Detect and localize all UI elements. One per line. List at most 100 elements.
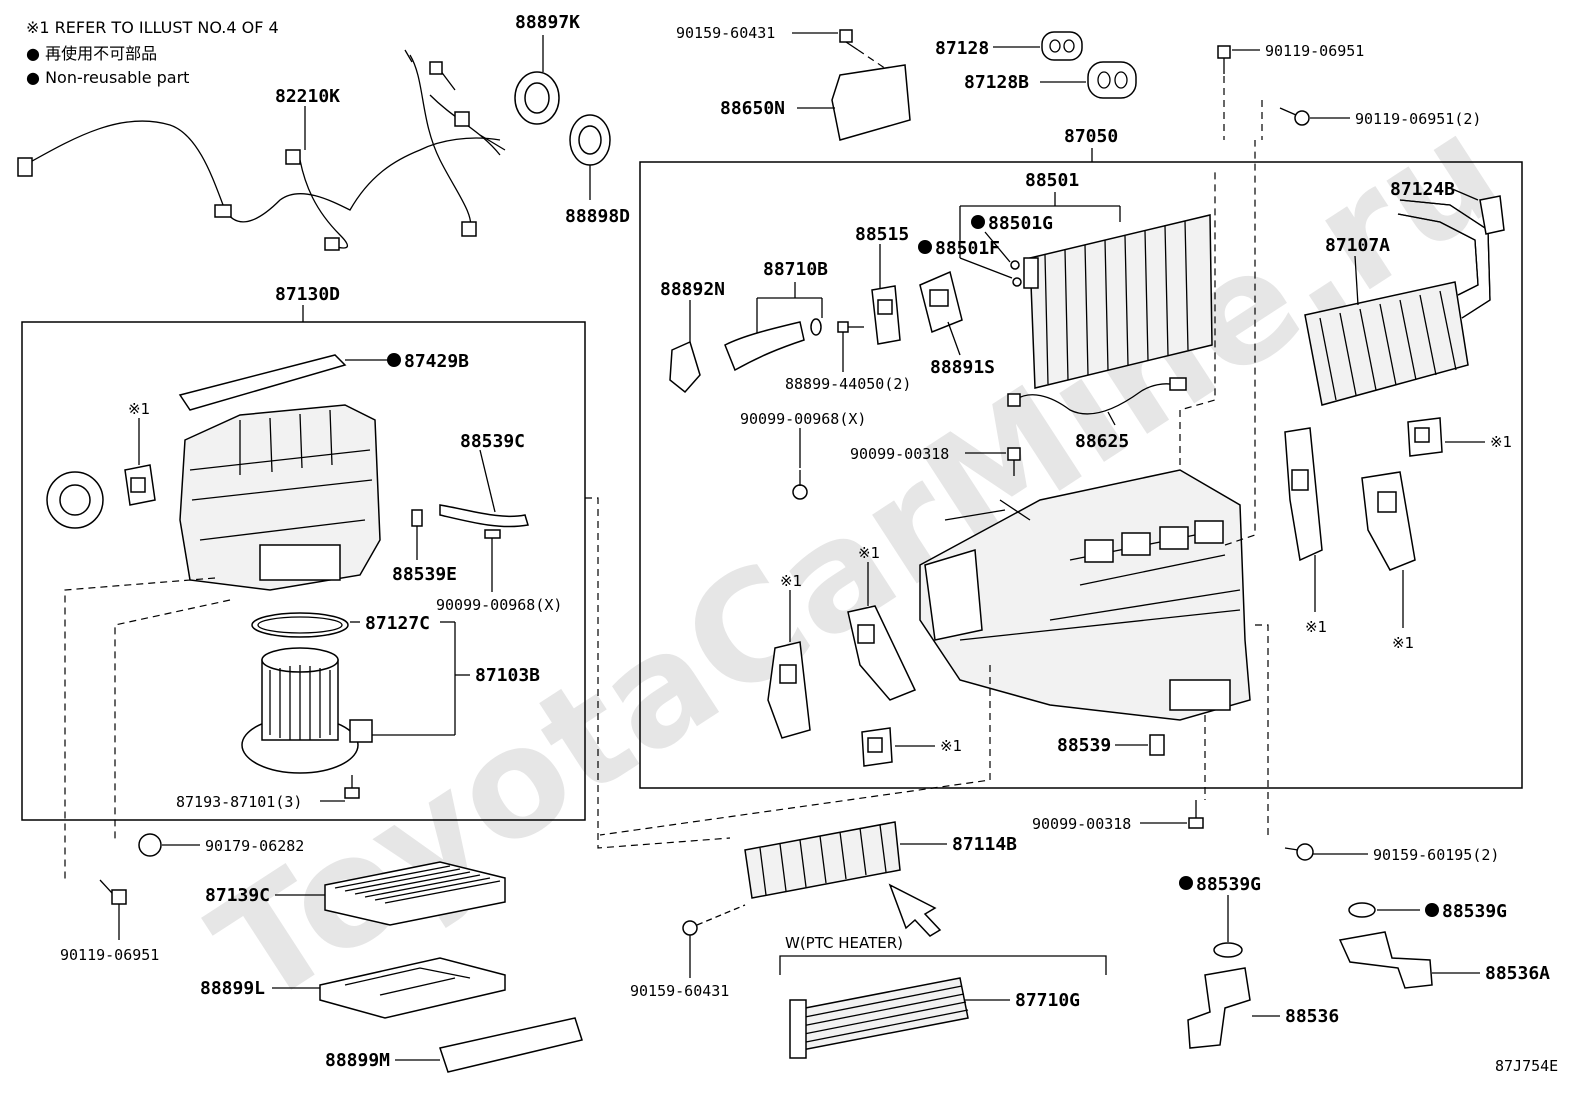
assembly-box-87130D bbox=[21, 321, 586, 821]
hose-88710B bbox=[724, 321, 805, 372]
actuator-e bbox=[1284, 427, 1323, 562]
label-88536: 88536 bbox=[1285, 1006, 1339, 1027]
label-88501: 88501 bbox=[1025, 170, 1079, 191]
label-88501G: 88501G bbox=[988, 213, 1053, 234]
label-88539E: 88539E bbox=[392, 564, 457, 585]
direction-arrow bbox=[888, 883, 942, 937]
label-87050: 87050 bbox=[1064, 126, 1118, 147]
screw-90099-00318-a bbox=[1007, 447, 1021, 476]
label-87130D: 87130D bbox=[275, 284, 340, 305]
label-88515: 88515 bbox=[855, 224, 909, 245]
plug-88539E bbox=[411, 509, 423, 527]
label-88899L: 88899L bbox=[200, 978, 265, 999]
screw-90099-00968-b bbox=[792, 470, 808, 500]
bolt-90119-c bbox=[1279, 107, 1310, 126]
label-87107A: 87107A bbox=[1325, 235, 1390, 256]
label-87128: 87128 bbox=[935, 38, 989, 59]
label-90119-06951-b: 90119-06951 bbox=[1265, 42, 1364, 60]
hose-88539C bbox=[439, 504, 529, 528]
label-90159-60195: 90159-60195(2) bbox=[1373, 846, 1499, 864]
label-90099-00968X-b: 90099-00968(X) bbox=[740, 410, 866, 428]
label-88710B: 88710B bbox=[763, 259, 828, 280]
ref-mark-e: ※1 bbox=[1305, 618, 1327, 636]
actuator-d bbox=[861, 727, 893, 767]
assembly-box-87050 bbox=[639, 161, 1523, 789]
ref-mark-d: ※1 bbox=[940, 737, 962, 755]
note-jp-line: ● 再使用不可部品 bbox=[26, 44, 157, 64]
sensor-wire-88625 bbox=[1007, 377, 1187, 415]
label-87710G: 87710G bbox=[1015, 990, 1080, 1011]
non-reusable-dot bbox=[971, 215, 985, 229]
label-88892N: 88892N bbox=[660, 279, 725, 300]
label-88897K: 88897K bbox=[515, 12, 580, 33]
sensor-88515 bbox=[871, 285, 901, 345]
label-88899-44050: 88899-44050(2) bbox=[785, 375, 911, 393]
label-90159-60431-bot: 90159-60431 bbox=[630, 982, 729, 1000]
non-reusable-dot bbox=[1179, 876, 1193, 890]
non-reusable-dot-icon: ● bbox=[26, 44, 40, 63]
screw-90099-00318-b bbox=[1188, 800, 1204, 829]
label-87128B: 87128B bbox=[964, 72, 1029, 93]
label-88539: 88539 bbox=[1057, 735, 1111, 756]
label-88536A: 88536A bbox=[1485, 963, 1550, 984]
grommet-88539G-b bbox=[1348, 902, 1376, 918]
blower-motor-87103B bbox=[241, 647, 373, 774]
label-87114B: 87114B bbox=[952, 834, 1017, 855]
evaporator-88501 bbox=[1023, 214, 1213, 389]
label-88898D: 88898D bbox=[565, 206, 630, 227]
label-w-ptc-heater: W(PTC HEATER) bbox=[785, 934, 903, 952]
hvac-unit bbox=[919, 469, 1251, 721]
heater-87114B bbox=[744, 821, 901, 899]
non-reusable-dot-icon: ● bbox=[26, 68, 40, 87]
label-90099-00968X-a: 90099-00968(X) bbox=[436, 596, 562, 614]
non-reusable-dot bbox=[387, 353, 401, 367]
note-refer: ※1 REFER TO ILLUST NO.4 OF 4 bbox=[26, 18, 279, 37]
label-88539C: 88539C bbox=[460, 431, 525, 452]
blower-case bbox=[179, 404, 381, 591]
label-88650N: 88650N bbox=[720, 98, 785, 119]
note-en: Non-reusable part bbox=[45, 68, 190, 87]
non-reusable-dot bbox=[918, 240, 932, 254]
ref-mark-c: ※1 bbox=[858, 544, 880, 562]
bracket-88536 bbox=[1187, 967, 1251, 1049]
bolt-top-90159 bbox=[839, 29, 859, 51]
clip-90179 bbox=[138, 833, 162, 857]
ref-mark-b: ※1 bbox=[780, 572, 802, 590]
label-88501F: 88501F bbox=[935, 238, 1000, 259]
part-87429B bbox=[178, 354, 347, 411]
label-90119-06951-a: 90119-06951 bbox=[60, 946, 159, 964]
label-90119-06951-c: 90119-06951(2) bbox=[1355, 110, 1481, 128]
label-82210K: 82210K bbox=[275, 86, 340, 107]
filter-case-88899L bbox=[319, 957, 506, 1019]
bolt-90119-b bbox=[1217, 45, 1231, 74]
clip-87124B bbox=[1479, 195, 1505, 235]
seal-88897K bbox=[514, 71, 560, 125]
label-88625: 88625 bbox=[1075, 431, 1129, 452]
note-jp: 再使用不可部品 bbox=[45, 44, 158, 63]
label-87127C: 87127C bbox=[365, 613, 430, 634]
actuator-g bbox=[1407, 417, 1443, 457]
seal-88898D bbox=[569, 114, 611, 166]
damper-motor-left bbox=[46, 471, 104, 529]
diagram-id: 87J754E bbox=[1495, 1057, 1558, 1075]
label-87124B: 87124B bbox=[1390, 179, 1455, 200]
part-88892N bbox=[669, 340, 701, 394]
heater-87710G bbox=[789, 977, 969, 1059]
grommet-87128 bbox=[1041, 31, 1083, 61]
ref-mark-a: ※1 bbox=[128, 400, 150, 418]
actuator-left bbox=[124, 464, 156, 506]
cover-88899M bbox=[439, 1017, 583, 1073]
heater-core-87107A bbox=[1304, 199, 1491, 406]
label-90099-00318-a: 90099-00318 bbox=[850, 445, 949, 463]
bolt-90159-bot bbox=[682, 904, 746, 936]
plug-88539 bbox=[1149, 734, 1165, 756]
label-87193-87101: 87193-87101(3) bbox=[176, 793, 302, 811]
filter-87139C bbox=[324, 861, 506, 926]
label-90159-60431-top: 90159-60431 bbox=[676, 24, 775, 42]
o-ring bbox=[810, 318, 822, 336]
screw-87193 bbox=[344, 775, 360, 799]
actuator-b bbox=[767, 641, 811, 739]
ref-mark-g: ※1 bbox=[1490, 433, 1512, 451]
bracket-88650N bbox=[831, 64, 911, 141]
sensor-88891S bbox=[919, 270, 963, 334]
